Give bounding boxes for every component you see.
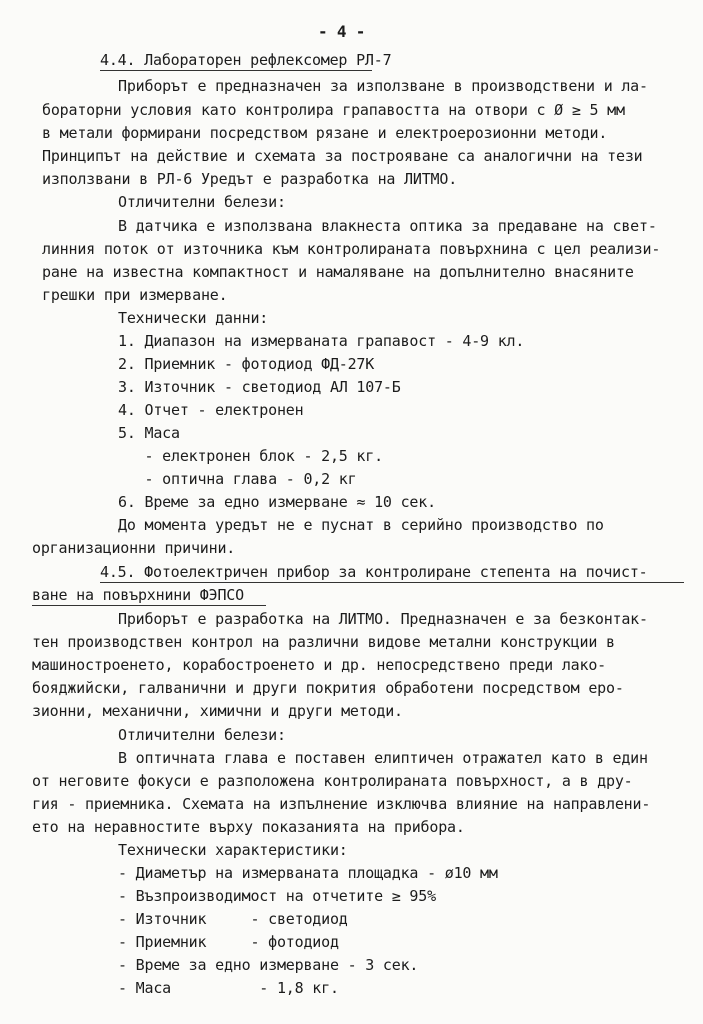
paragraph-line: В датчика е използвана влакнеста оптика … [118,217,657,235]
paragraph-line: Приборът е предназначен за използване в … [118,77,648,95]
spec-item: - Време за едно измерване - 3 сек. [118,956,419,974]
spec-item: - електронен блок - 2,5 кг. [118,447,383,465]
paragraph-line: ране на известна компактност и намаляван… [42,263,634,281]
paragraph-line: използвани в РЛ-6 Уредът е разработка на… [42,170,458,188]
spec-item: - Източник - светодиод [118,910,348,928]
spec-item: 4. Отчет - електронен [118,401,304,419]
heading-underline [100,582,684,583]
section-heading-4-5: 4.5. Фотоелектричен прибор за контролира… [100,563,648,581]
section-heading-4-5-cont: ване на повърхнини ФЭПСО [32,586,244,604]
spec-item: - Приемник - фотодиод [118,933,339,951]
paragraph-line: линния поток от източника към контролира… [42,240,661,258]
paragraph-line: от неговите фокуси е разположена контрол… [32,772,633,790]
tech-label: Технически характеристики: [118,841,348,859]
paragraph-line: организационни причини. [32,539,236,557]
paragraph-line: бораторни условия като контролира грапав… [42,101,625,119]
paragraph-line: В оптичната глава е поставен елиптичен о… [118,749,648,767]
section-heading-4-4: 4.4. Лабораторен рефлексомер РЛ-7 [100,51,392,69]
heading-underline [100,70,372,71]
spec-item: 1. Диапазон на измерваната грапавост - 4… [118,332,525,350]
heading-underline [32,605,266,606]
spec-item: - Диаметър на измерваната площадка - ø10… [118,864,498,882]
paragraph-line: бояджийски, галванични и други покрития … [32,679,624,697]
spec-item: - Възпроизводимост на отчетите ≥ 95% [118,887,436,905]
spec-item: 5. Маса [118,424,180,442]
spec-item: - Маса - 1,8 кг. [118,979,339,997]
paragraph-line: машиностроенето, корабостроенето и др. н… [32,656,606,674]
paragraph-line: ето на неравностите върху показанията на… [32,818,465,836]
paragraph-line: грешки при измерване. [42,286,228,304]
spec-item: - оптична глава - 0,2 кг [118,470,357,488]
paragraph-line: зионни, механични, химични и други метод… [32,702,403,720]
page-number: - 4 - [318,22,366,41]
features-label: Отличителни белези: [118,726,286,744]
spec-item: 6. Време за едно измерване ≈ 10 сек. [118,493,436,511]
paragraph-line: в метали формирани посредством рязане и … [42,124,608,142]
spec-item: 3. Източник - светодиод АЛ 107-Б [118,378,401,396]
spec-item: 2. Приемник - фотодиод ФД-27К [118,355,375,373]
paragraph-line: гия - приемника. Схемата на изпълнение и… [32,795,651,813]
paragraph-line: До момента уредът не е пуснат в серийно … [118,516,604,534]
tech-label: Технически данни: [118,309,269,327]
paragraph-line: Принципът на действие и схемата за постр… [42,147,643,165]
paragraph-line: тен производствен контрол на различни ви… [32,633,615,651]
features-label: Отличителни белези: [118,193,286,211]
paragraph-line: Приборът е разработка на ЛИТМО. Предназн… [118,610,648,628]
